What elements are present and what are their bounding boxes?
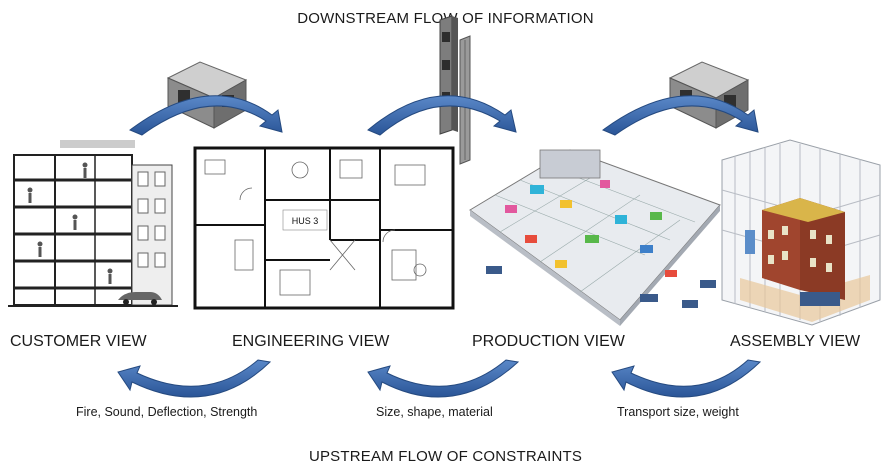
upstream-title: UPSTREAM FLOW OF CONSTRAINTS bbox=[308, 448, 583, 465]
assembly-building-drawing bbox=[721, 139, 881, 326]
engineering-floor-plan: HUS 3 bbox=[193, 146, 455, 310]
production-factory-drawing bbox=[469, 149, 721, 326]
upstream-arrow-2 bbox=[367, 359, 520, 398]
constraint-label-assembly: Transport size, weight bbox=[617, 405, 739, 419]
customer-section-drawing bbox=[8, 140, 178, 310]
upstream-arrow-3 bbox=[611, 359, 762, 398]
customer-view-label: CUSTOMER VIEW bbox=[10, 333, 147, 350]
engineering-view-label: ENGINEERING VIEW bbox=[232, 333, 390, 350]
floorplan-label: HUS 3 bbox=[292, 216, 319, 226]
wall-panel-icon bbox=[439, 15, 471, 165]
constraint-label-engineering: Fire, Sound, Deflection, Strength bbox=[76, 405, 258, 419]
downstream-arrow-3 bbox=[601, 95, 759, 136]
volume-module-icon-1 bbox=[166, 61, 248, 129]
constraint-label-production: Size, shape, material bbox=[376, 405, 493, 419]
downstream-arrow-2 bbox=[367, 95, 517, 136]
downstream-arrow-1 bbox=[128, 95, 283, 136]
upstream-arrow-1 bbox=[117, 359, 272, 398]
assembly-view-label: ASSEMBLY VIEW bbox=[730, 333, 861, 350]
production-view-label: PRODUCTION VIEW bbox=[472, 333, 625, 350]
